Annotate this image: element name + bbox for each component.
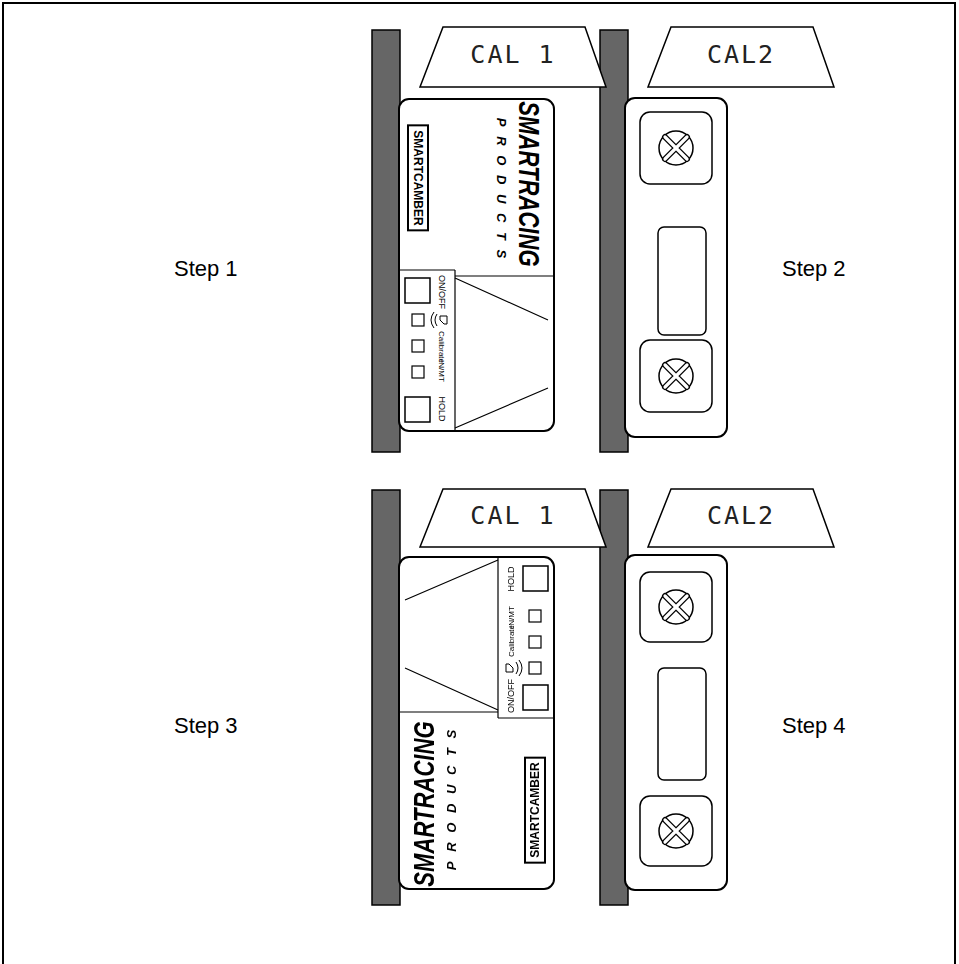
button-label: IN/MT — [437, 360, 445, 382]
button-label: Calibrate — [437, 331, 445, 363]
step-label: Step 2 — [782, 256, 846, 282]
button-label: HOLD — [437, 396, 446, 421]
brand-subtitle: PRODUCTS — [446, 720, 459, 880]
button-label: Calibrate — [508, 625, 516, 657]
display-readout: CAL 1 — [419, 488, 607, 548]
button-label: ON/OFF — [508, 679, 517, 713]
device-back — [625, 98, 727, 437]
frame — [3, 3, 955, 964]
display-text: CAL2 — [707, 40, 775, 69]
display-readout: CAL2 — [647, 26, 835, 88]
step-label: Step 3 — [174, 713, 238, 739]
device-front: SMARTCAMBER SMARTRACING PRODUCTS ON/OFF Cali… — [398, 556, 555, 890]
button-label: ON/OFF — [437, 275, 446, 309]
brand-name: SMARTRACING — [409, 721, 439, 886]
wall-bar — [600, 30, 628, 452]
button-label: IN/MT — [508, 606, 516, 628]
device-front: SMARTCAMBER SMARTRACING PRODUCTS ON/OFF Cali… — [398, 98, 555, 432]
wall-bar — [600, 490, 628, 905]
brand-subtitle: PRODUCTS — [495, 108, 508, 268]
button-label: HOLD — [508, 566, 517, 591]
brand-name: SMARTRACING — [514, 101, 544, 266]
wall-bar — [372, 30, 400, 452]
display-text: CAL 1 — [470, 501, 555, 530]
step-label: Step 4 — [782, 713, 846, 739]
display-text: CAL 1 — [470, 40, 555, 69]
step-label: Step 1 — [174, 256, 238, 282]
display-readout: CAL2 — [647, 488, 835, 548]
display-text: CAL2 — [707, 501, 775, 530]
display-readout: CAL 1 — [419, 26, 607, 88]
device-back — [625, 555, 727, 890]
model-badge: SMARTCAMBER — [407, 124, 429, 231]
wall-bar — [372, 490, 400, 905]
model-badge: SMARTCAMBER — [525, 756, 547, 863]
